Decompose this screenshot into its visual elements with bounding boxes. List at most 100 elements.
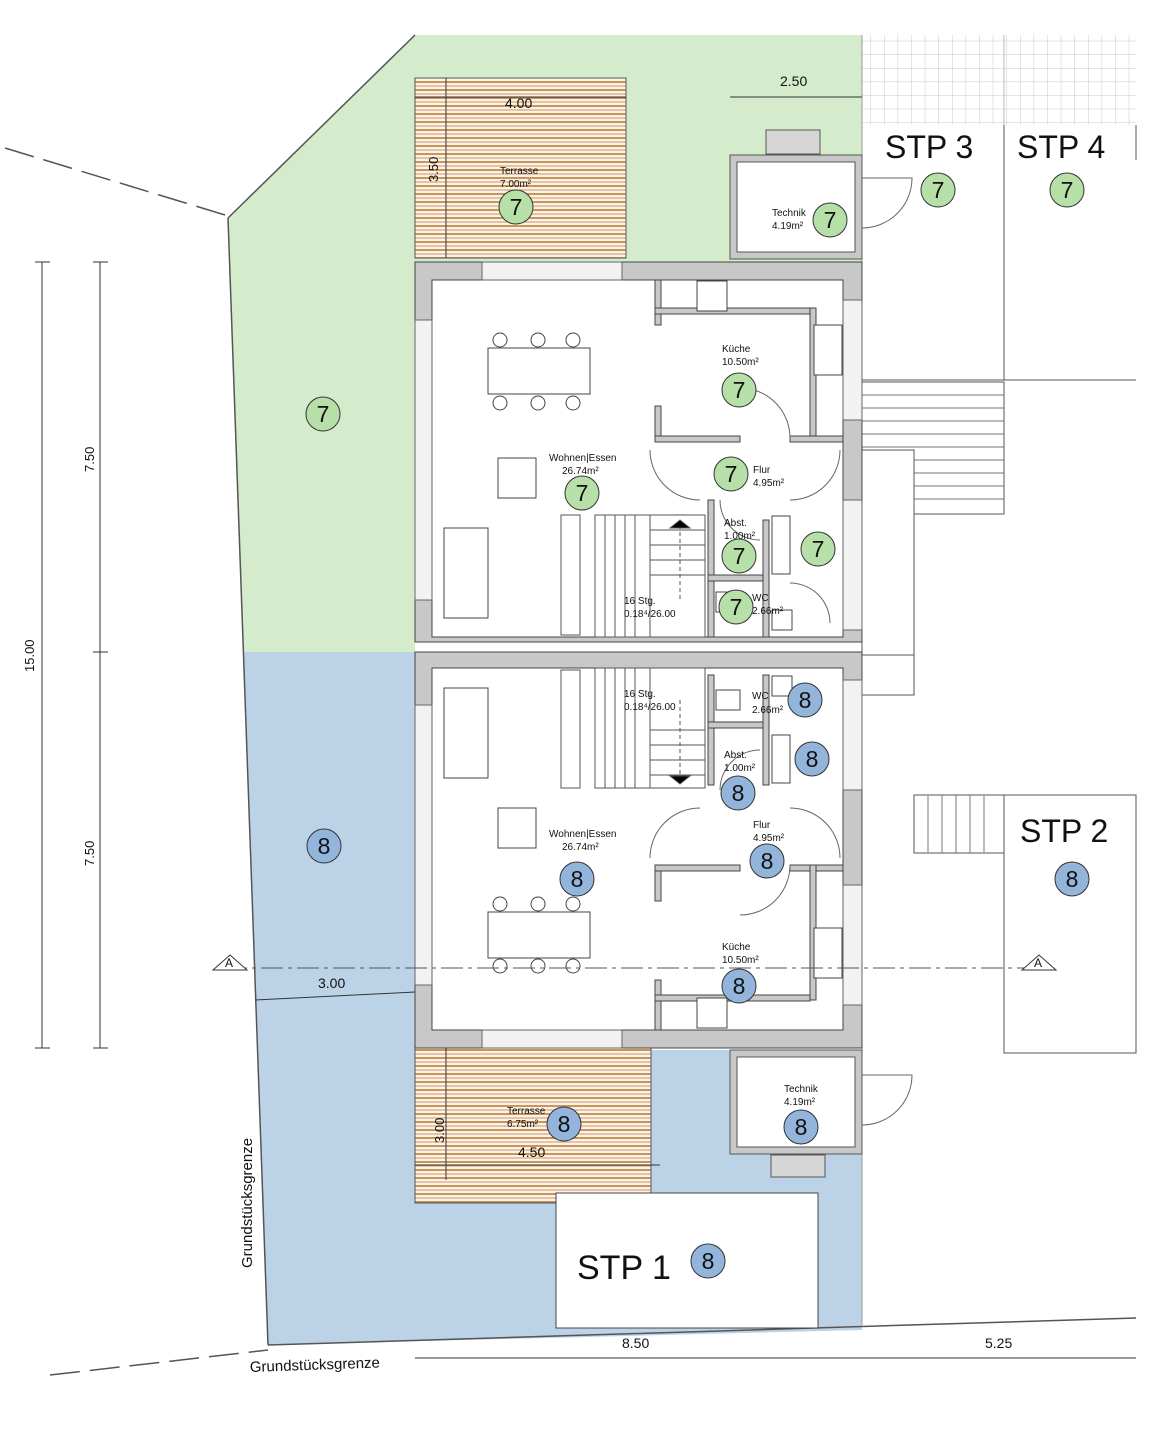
flur8-area: 4.95m² <box>753 833 785 844</box>
wc7-area: 2.66m² <box>752 606 784 617</box>
svg-text:8: 8 <box>732 780 745 806</box>
wc7-name: WC <box>752 593 769 604</box>
svg-text:8: 8 <box>799 687 812 713</box>
stair8-ratio: 0.18⁴/26.00 <box>624 702 676 713</box>
svg-text:8: 8 <box>571 866 584 892</box>
badge-7-closet: 7 <box>800 531 836 567</box>
badge-8-abst: 8 <box>720 775 756 811</box>
stair7-steps: 16 Stg. <box>624 596 656 607</box>
svg-text:8: 8 <box>733 973 746 999</box>
badge-7-garden: 7 <box>305 396 341 432</box>
svg-text:7: 7 <box>576 480 589 506</box>
technik7-area: 4.19m² <box>772 221 804 232</box>
unit7-badges: 7 7 7 7 7 7 7 7 7 7 7 <box>305 172 1085 625</box>
svg-text:7: 7 <box>510 194 523 220</box>
svg-text:7: 7 <box>317 401 330 427</box>
dim-3-50: 3.50 <box>426 157 441 182</box>
plot-boundary <box>4 34 1137 1376</box>
badge-7-flur: 7 <box>713 456 749 492</box>
parking-stp1 <box>555 1192 819 1329</box>
parking-label-stp3: STP 3 <box>885 129 973 165</box>
dim-7-50-top: 7.50 <box>82 447 97 472</box>
badge-7-kueche: 7 <box>721 372 757 408</box>
terrace7-name: Terrasse <box>500 166 539 177</box>
badge-7-wc: 7 <box>718 589 754 625</box>
boundary-label-bottom: Grundstücksgrenze <box>250 1354 381 1376</box>
abst7-name: Abst. <box>724 518 747 529</box>
terrace8-name: Terrasse <box>507 1106 546 1117</box>
wohnen8-area: 26.74m² <box>562 842 599 853</box>
stair7-ratio: 0.18⁴/26.00 <box>624 609 676 620</box>
dim-4-50: 4.50 <box>518 1144 545 1160</box>
unit7-garden <box>228 35 862 652</box>
dim-5-25: 5.25 <box>985 1335 1012 1351</box>
badge-8-closet: 8 <box>794 741 830 777</box>
svg-text:8: 8 <box>1066 866 1079 892</box>
unit8-badges: 8 8 8 8 8 8 8 8 8 8 8 <box>306 682 1090 1279</box>
terrace7-area: 7.00m² <box>500 179 532 190</box>
badge-7-stp4: 7 <box>1049 172 1085 208</box>
technik8-area: 4.19m² <box>784 1097 816 1108</box>
parking-label-stp2: STP 2 <box>1020 813 1108 849</box>
outdoor-steps <box>861 381 1005 854</box>
kueche7-name: Küche <box>722 344 751 355</box>
svg-text:8: 8 <box>761 848 774 874</box>
svg-text:7: 7 <box>1061 177 1074 203</box>
badge-8-terrace: 8 <box>546 1106 582 1142</box>
dim-3-00-left: 3.00 <box>318 975 345 991</box>
svg-text:7: 7 <box>824 207 837 233</box>
badge-8-wc: 8 <box>787 682 823 718</box>
technik8-name: Technik <box>784 1084 819 1095</box>
stair8-steps: 16 Stg. <box>624 689 656 700</box>
svg-text:8: 8 <box>702 1248 715 1274</box>
room-labels-unit7: Terrasse 7.00m² Technik 4.19m² Küche 10.… <box>500 166 807 620</box>
unit8-garden <box>243 652 862 1345</box>
parking-label-stp1: STP 1 <box>577 1249 671 1287</box>
dim-8-50: 8.50 <box>622 1335 649 1351</box>
parking-outlines <box>862 125 1137 1054</box>
parking-grid <box>862 35 1136 125</box>
badge-7-wohnen: 7 <box>564 475 600 511</box>
svg-text:8: 8 <box>318 833 331 859</box>
terrace-unit8 <box>414 1047 652 1204</box>
wohnen7-name: Wohnen|Essen <box>549 453 616 464</box>
wc8-area: 2.66m² <box>752 705 784 716</box>
kueche7-area: 10.50m² <box>722 357 759 368</box>
badge-8-wohnen: 8 <box>559 861 595 897</box>
badge-8-flur: 8 <box>749 843 785 879</box>
flur7-area: 4.95m² <box>753 478 785 489</box>
svg-text:7: 7 <box>725 461 738 487</box>
badge-8-technik: 8 <box>783 1109 819 1145</box>
terrace-unit7 <box>414 77 627 259</box>
parking-label-stp4: STP 4 <box>1017 129 1105 165</box>
wc8-name: WC <box>752 691 769 702</box>
badge-7-stp3: 7 <box>920 172 956 208</box>
dim-7-50-bottom: 7.50 <box>82 841 97 866</box>
svg-text:7: 7 <box>812 536 825 562</box>
kueche8-name: Küche <box>722 942 751 953</box>
abst8-name: Abst. <box>724 750 747 761</box>
boundary-label-left: Grundstücksgrenze <box>239 1138 256 1268</box>
section-marker-right: A <box>1034 956 1042 970</box>
house-walls <box>414 261 863 1049</box>
badge-8-stp1: 8 <box>690 1243 726 1279</box>
section-marker-left: A <box>225 956 233 970</box>
abst7-area: 1.00m² <box>724 531 756 542</box>
wohnen8-name: Wohnen|Essen <box>549 829 616 840</box>
badge-7-terrace: 7 <box>498 189 534 225</box>
svg-text:8: 8 <box>806 746 819 772</box>
dim-15-00: 15.00 <box>22 639 37 672</box>
svg-text:7: 7 <box>733 543 746 569</box>
wohnen7-area: 26.74m² <box>562 466 599 477</box>
dim-3-00-terrace: 3.00 <box>432 1118 447 1143</box>
badge-8-stp2: 8 <box>1054 861 1090 897</box>
terrace8-area: 6.75m² <box>507 1119 539 1130</box>
badge-7-abst: 7 <box>721 538 757 574</box>
svg-text:8: 8 <box>558 1111 571 1137</box>
doors <box>649 387 841 916</box>
staircases <box>560 514 706 789</box>
svg-text:8: 8 <box>795 1114 808 1140</box>
dim-2-50: 2.50 <box>780 73 807 89</box>
flur8-name: Flur <box>753 820 771 831</box>
